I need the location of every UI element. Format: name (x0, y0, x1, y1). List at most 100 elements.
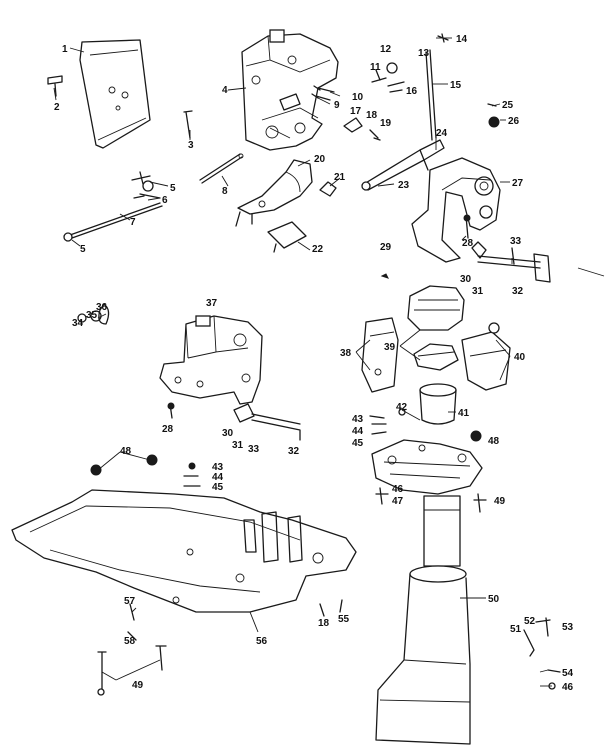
part-15-long-rod (425, 33, 449, 141)
label-49b: 49 (132, 680, 144, 691)
label-46a: 46 (392, 484, 404, 495)
label-7: 7 (130, 217, 136, 228)
label-50: 50 (488, 594, 500, 605)
part-4-upper-block (241, 29, 339, 151)
label-17: 17 (350, 106, 362, 117)
parts-11-19-hardware (343, 62, 405, 141)
part-1-cover (79, 39, 151, 149)
label-35: 35 (86, 310, 98, 321)
part-37-lower-housing (159, 315, 263, 405)
label-33a: 33 (510, 236, 522, 247)
label-31b: 31 (232, 440, 244, 451)
label-10: 10 (352, 92, 364, 103)
label-44a: 44 (352, 426, 364, 437)
part-40-right-bracket (461, 322, 511, 391)
parts-42-45-small (369, 408, 406, 435)
parts-51-54-46b-hardware (523, 617, 561, 690)
label-27: 27 (512, 178, 524, 189)
label-30b: 30 (222, 428, 234, 439)
label-29: 29 (380, 242, 392, 253)
label-1: 1 (62, 44, 68, 55)
label-47: 47 (392, 496, 404, 507)
label-18b: 18 (318, 618, 330, 629)
label-11: 11 (370, 62, 381, 73)
label-57: 57 (124, 596, 136, 607)
label-18: 18 (366, 110, 378, 121)
label-16: 16 (406, 86, 418, 97)
part-28-33-clamp-screw (463, 214, 551, 283)
label-44b: 44 (212, 472, 224, 483)
label-58: 58 (124, 636, 136, 647)
label-28a: 28 (462, 238, 474, 249)
label-12: 12 (380, 44, 392, 55)
label-6: 6 (162, 195, 168, 206)
label-53: 53 (562, 622, 574, 633)
part-21-spring (319, 181, 337, 197)
label-3: 3 (188, 140, 194, 151)
label-23: 23 (398, 180, 410, 191)
label-20: 20 (314, 154, 326, 165)
part-8-rod (199, 153, 244, 184)
part-56-mounting-frame (11, 489, 357, 613)
label-52: 52 (524, 616, 536, 627)
label-28b: 28 (162, 424, 174, 435)
part-23-24-lever (361, 139, 445, 191)
label-2: 2 (54, 102, 60, 113)
label-5b: 5 (80, 244, 86, 255)
part-22-clip (267, 221, 307, 253)
label-49a: 49 (494, 496, 506, 507)
label-31a: 31 (472, 286, 484, 297)
label-26: 26 (508, 116, 520, 127)
part-48-right-nut (470, 430, 482, 442)
part-41-cup (419, 383, 457, 425)
label-36: 36 (96, 302, 108, 313)
part-39-gear-assembly (407, 285, 465, 371)
label-40: 40 (514, 352, 526, 363)
label-51: 51 (510, 624, 522, 635)
label-43b: 43 (212, 462, 224, 473)
part-25-26-screw-nut (487, 103, 500, 128)
label-33b: 33 (248, 444, 260, 455)
label-32a: 32 (512, 286, 524, 297)
label-42: 42 (396, 402, 408, 413)
part-49-long-bolts (97, 645, 167, 696)
label-22: 22 (312, 244, 324, 255)
part-20-lever-bracket (235, 159, 313, 227)
label-41: 41 (458, 408, 470, 419)
label-38: 38 (340, 348, 352, 359)
part-28b-30b-31b-hardware (167, 402, 301, 441)
part-7-link-rod (63, 202, 163, 242)
label-45b: 45 (212, 482, 224, 493)
label-37: 37 (206, 298, 218, 309)
label-30a: 30 (460, 274, 472, 285)
part-48-left-nuts (90, 454, 158, 476)
label-13: 13 (418, 48, 430, 59)
label-19: 19 (380, 118, 392, 129)
label-54: 54 (562, 668, 574, 679)
label-48b: 48 (488, 436, 500, 447)
parts-46-47-49-bolts (375, 487, 487, 513)
part-38-left-bracket (361, 317, 399, 393)
label-21: 21 (334, 172, 346, 183)
label-55: 55 (338, 614, 350, 625)
part-29-pin (380, 273, 389, 279)
parts-9-10-screws (311, 85, 335, 101)
label-8: 8 (222, 186, 228, 197)
part-3-pin (183, 110, 193, 139)
label-56: 56 (256, 636, 268, 647)
parts-55-58-bolts (127, 599, 343, 641)
part-50-lower-unit (375, 495, 471, 745)
label-46b: 46 (562, 682, 574, 693)
leader-lines (53, 37, 605, 687)
callout-labels: 1 2 3 4 5 6 7 5 8 9 10 11 12 13 14 15 16… (54, 34, 574, 693)
part-5-6-fasteners (131, 171, 161, 199)
label-34: 34 (72, 318, 84, 329)
label-45a: 45 (352, 438, 364, 449)
label-32b: 32 (288, 446, 300, 457)
part-2-pin (47, 75, 63, 97)
parts-43b-45b-hardware (183, 462, 201, 487)
label-39: 39 (384, 342, 396, 353)
label-4: 4 (222, 85, 228, 96)
label-48a: 48 (120, 446, 132, 457)
